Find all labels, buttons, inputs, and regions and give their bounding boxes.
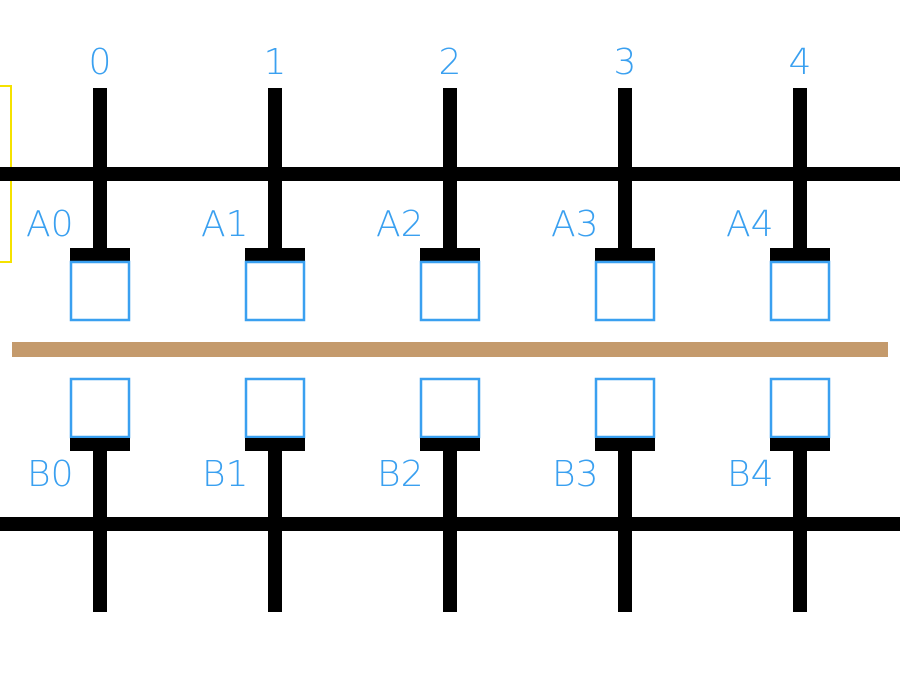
cell-a-label: A2 bbox=[376, 204, 424, 245]
wire-b-vertical bbox=[618, 449, 632, 612]
cell-b-label: B3 bbox=[552, 454, 598, 495]
cell-a bbox=[244, 260, 306, 322]
wire-a-vertical bbox=[93, 88, 107, 250]
wire-a-vertical bbox=[618, 88, 632, 250]
cell-b bbox=[69, 377, 131, 439]
wire-b-vertical bbox=[93, 449, 107, 612]
column-index-label: 3 bbox=[614, 42, 637, 83]
cell-a-label: A0 bbox=[26, 204, 74, 245]
pad-b-cap bbox=[420, 438, 480, 451]
cell-a-label: A4 bbox=[726, 204, 774, 245]
pad-b-cap bbox=[70, 438, 130, 451]
wire-b-vertical bbox=[443, 449, 457, 612]
column-index-label: 2 bbox=[439, 42, 462, 83]
cell-b-label: B1 bbox=[202, 454, 248, 495]
column-index-label: 0 bbox=[89, 42, 112, 83]
cell-b-label: B4 bbox=[727, 454, 773, 495]
wire-a-vertical bbox=[268, 88, 282, 250]
cell-a-label: A3 bbox=[551, 204, 599, 245]
pad-a-cap bbox=[245, 248, 305, 261]
pad-a-cap bbox=[595, 248, 655, 261]
wire-b-vertical bbox=[793, 449, 807, 612]
cell-b bbox=[419, 377, 481, 439]
wire-a-vertical bbox=[793, 88, 807, 250]
cell-a bbox=[769, 260, 831, 322]
pad-b-cap bbox=[595, 438, 655, 451]
pad-b-cap bbox=[245, 438, 305, 451]
pad-a-cap bbox=[420, 248, 480, 261]
column-index-label: 4 bbox=[789, 42, 812, 83]
cell-a bbox=[594, 260, 656, 322]
cell-b-label: B0 bbox=[27, 454, 73, 495]
cell-b bbox=[244, 377, 306, 439]
cell-b bbox=[769, 377, 831, 439]
cell-b-label: B2 bbox=[377, 454, 423, 495]
wire-a-vertical bbox=[443, 88, 457, 250]
cell-a-label: A1 bbox=[201, 204, 249, 245]
pad-a-cap bbox=[70, 248, 130, 261]
wire-b-vertical bbox=[268, 449, 282, 612]
cell-a bbox=[69, 260, 131, 322]
cell-b bbox=[594, 377, 656, 439]
cell-a bbox=[419, 260, 481, 322]
column-index-label: 1 bbox=[264, 42, 287, 83]
separator-bar bbox=[12, 342, 888, 357]
pad-b-cap bbox=[770, 438, 830, 451]
pad-a-cap bbox=[770, 248, 830, 261]
